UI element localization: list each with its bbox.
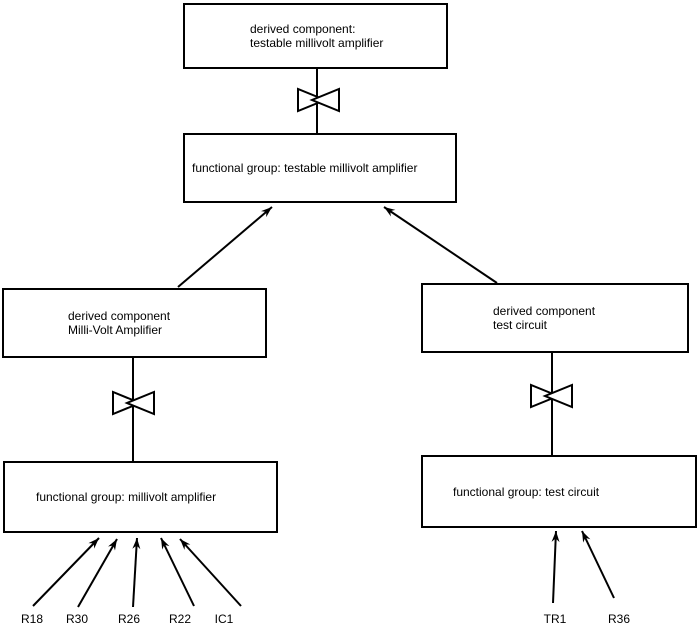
bowtie-icon-right [530, 383, 573, 409]
component-label-r22: R22 [168, 612, 192, 626]
node-functional-group-millivolt-amplifier: functional group: millivolt amplifier [3, 461, 278, 533]
arrow-tr1 [551, 530, 560, 604]
arrow-r26 [132, 537, 141, 608]
node-text-line: functional group: test circuit [453, 484, 600, 499]
node-text-line: functional group: millivolt amplifier [36, 490, 217, 504]
node-derived-component-testable-millivolt-amplifier: derived component: testable millivolt am… [183, 3, 448, 69]
node-text-line: derived component [68, 309, 171, 323]
component-label-tr1: TR1 [543, 612, 567, 626]
node-derived-component-test-circuit: derived component test circuit [421, 283, 689, 353]
node-text-line: testable millivolt amplifier [250, 36, 384, 50]
component-label-r30: R30 [65, 612, 89, 626]
node-text-line: Milli-Volt Amplifier [68, 323, 163, 337]
component-label-r26: R26 [117, 612, 141, 626]
arrow-ic1 [179, 538, 242, 607]
node-text-line: functional group: testable millivolt amp… [192, 161, 418, 175]
arrow-r36 [581, 530, 615, 599]
node-text-line: derived component [493, 304, 596, 318]
node-functional-group-test-circuit: functional group: test circuit [421, 455, 697, 528]
bowtie-icon-top [297, 87, 340, 113]
node-functional-group-testable-millivolt-amplifier: functional group: testable millivolt amp… [183, 133, 457, 203]
arrow-r18 [32, 537, 100, 607]
component-label-r18: R18 [20, 612, 44, 626]
node-text-line: derived component: [250, 22, 356, 36]
node-text-line: test circuit [493, 318, 548, 332]
component-label-r36: R36 [607, 612, 631, 626]
component-label-ic1: IC1 [214, 612, 234, 626]
arrow-r22 [160, 537, 195, 607]
arrow-derived-mv-to-fg-testable [177, 206, 273, 288]
bowtie-icon-left [112, 390, 155, 416]
arrow-derived-test-to-fg-testable [383, 206, 498, 284]
arrow-r30 [77, 538, 118, 608]
node-derived-component-milli-volt-amplifier: derived component Milli-Volt Amplifier [2, 288, 267, 358]
